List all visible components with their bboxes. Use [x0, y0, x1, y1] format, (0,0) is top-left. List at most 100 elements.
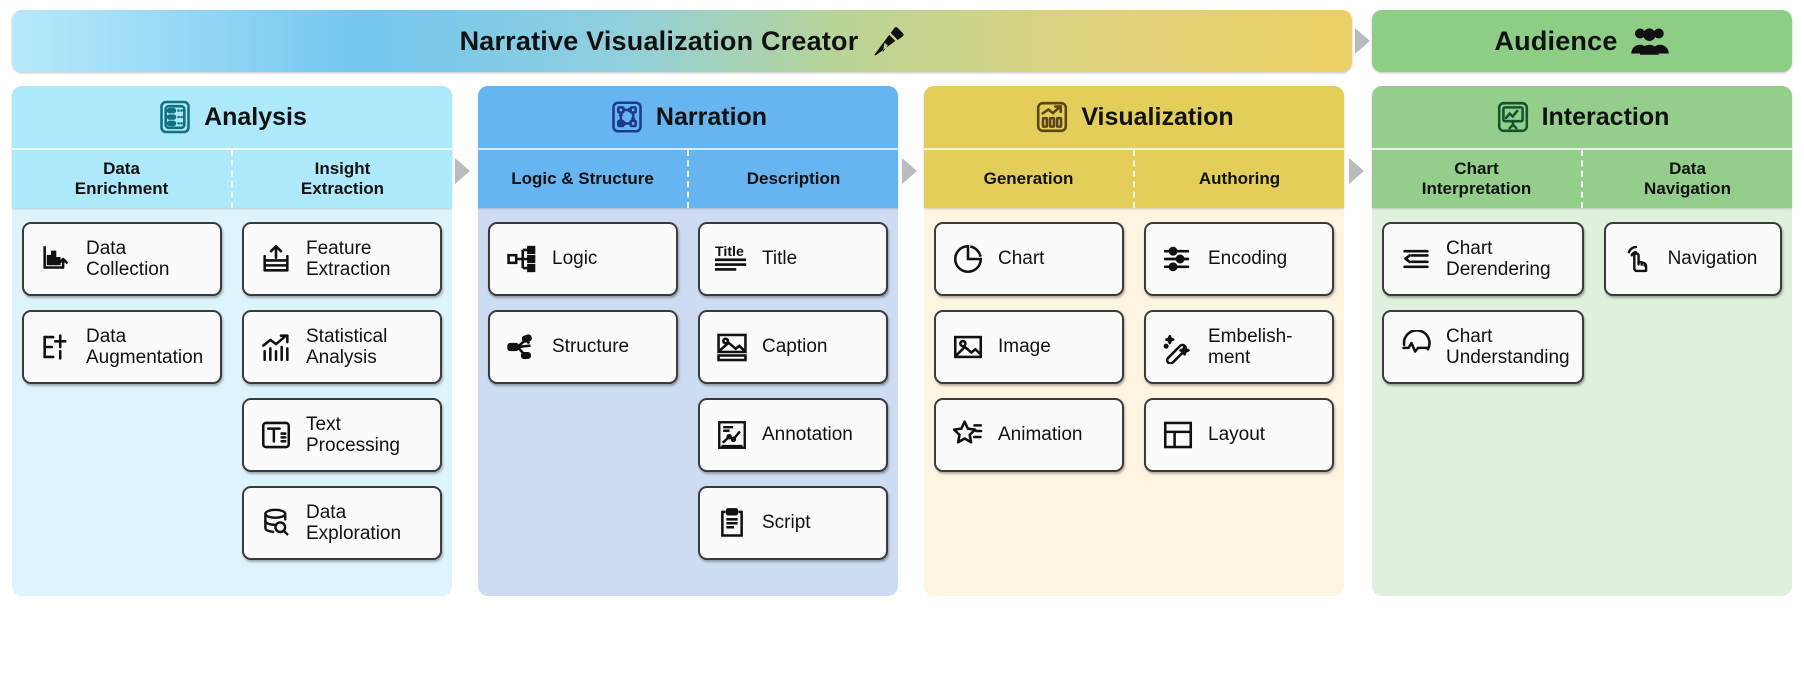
card-label: Animation — [998, 424, 1083, 446]
database-search-icon — [256, 503, 296, 543]
card-embellishment[interactable]: Embelish-ment — [1144, 310, 1334, 384]
card-label: Logic — [552, 248, 598, 270]
upload-tray-icon — [256, 239, 296, 279]
column-analysis-body: Data Collection Data Augmentation — [12, 208, 452, 596]
presentation-chart-icon — [1495, 99, 1531, 135]
subheader-chart-interpretation: Chart Interpretation — [1372, 150, 1583, 208]
card-script[interactable]: Script — [698, 486, 888, 560]
card-data-exploration[interactable]: Data Exploration — [242, 486, 442, 560]
card-chart[interactable]: Chart — [934, 222, 1124, 296]
column-interaction-header: Interaction Chart Interpretation Data Na… — [1372, 86, 1792, 208]
triangle-right-icon-top — [1355, 28, 1370, 54]
lane-data-navigation: Navigation — [1594, 222, 1792, 580]
column-narration-subheaders: Logic & Structure Description — [478, 148, 898, 208]
card-title[interactable]: Title Title — [698, 222, 888, 296]
subheader-description: Description — [746, 169, 841, 189]
card-statistical-analysis[interactable]: Statistical Analysis — [242, 310, 442, 384]
column-analysis: Analysis Data Enrichment Insight Extract… — [12, 86, 452, 596]
card-chart-understanding[interactable]: Chart Understanding — [1382, 310, 1584, 384]
banner-creator: Narrative Visualization Creator — [12, 10, 1352, 72]
triangle-right-icon-2 — [902, 158, 917, 184]
banner-audience-title-group: Audience — [1494, 24, 1669, 58]
subheader-data-enrichment: Data Enrichment — [12, 150, 233, 208]
column-analysis-subheaders: Data Enrichment Insight Extraction — [12, 148, 452, 208]
column-interaction-title-group: Interaction — [1372, 86, 1792, 148]
bar-chart-arrow-icon — [1034, 99, 1070, 135]
card-label: Layout — [1208, 424, 1266, 446]
card-label: Caption — [762, 336, 828, 358]
card-label: Chart Derendering — [1446, 237, 1551, 280]
column-visualization: Visualization Generation Authoring — [924, 86, 1344, 596]
image-caption-icon — [712, 327, 752, 367]
title-text-icon: Title — [712, 239, 752, 279]
card-data-collection[interactable]: Data Collection — [22, 222, 222, 296]
card-label: Feature Extraction — [306, 237, 391, 280]
lane-logic-structure: Logic Structure — [478, 222, 688, 580]
people-group-icon — [1630, 24, 1670, 58]
lane-description: Title Title — [688, 222, 898, 580]
banner-creator-title-group: Narrative Visualization Creator — [460, 24, 905, 58]
layout-grid-icon — [1158, 415, 1198, 455]
subheader-line: Enrichment — [74, 179, 169, 198]
card-label: Annotation — [762, 424, 853, 446]
column-interaction-body: Chart Derendering Chart Understanding — [1372, 208, 1792, 596]
column-narration: Narration Logic & Structure Description — [478, 86, 898, 596]
hierarchy-icon — [502, 239, 542, 279]
circle-pulse-icon — [1396, 327, 1436, 367]
column-narration-header: Narration Logic & Structure Description — [478, 86, 898, 208]
tap-hand-icon — [1618, 239, 1658, 279]
arrow-left-lines-icon — [1396, 239, 1436, 279]
card-label: Title — [762, 248, 798, 270]
trend-bars-icon — [256, 327, 296, 367]
column-narration-body: Logic Structure — [478, 208, 898, 596]
card-label: Text Processing — [306, 413, 400, 456]
server-rack-icon — [157, 99, 193, 135]
subheader-line: Extraction — [300, 179, 385, 198]
column-interaction-subheaders: Chart Interpretation Data Navigation — [1372, 148, 1792, 208]
card-label: Image — [998, 336, 1051, 358]
card-label: Chart — [998, 248, 1045, 270]
network-node-icon — [502, 327, 542, 367]
column-visualization-header: Visualization Generation Authoring — [924, 86, 1344, 208]
card-logic[interactable]: Logic — [488, 222, 678, 296]
text-box-icon — [256, 415, 296, 455]
column-visualization-body: Chart Image — [924, 208, 1344, 596]
svg-text:Title: Title — [715, 244, 744, 260]
card-feature-extraction[interactable]: Feature Extraction — [242, 222, 442, 296]
card-layout[interactable]: Layout — [1144, 398, 1334, 472]
card-label: Chart Understanding — [1446, 325, 1570, 368]
card-label: Data Augmentation — [86, 325, 204, 368]
triangle-right-icon-3 — [1349, 158, 1364, 184]
card-encoding[interactable]: Encoding — [1144, 222, 1334, 296]
column-visualization-label: Visualization — [1081, 102, 1234, 131]
lane-authoring: Encoding Embelish-ment — [1134, 222, 1344, 580]
lane-generation: Chart Image — [924, 222, 1134, 580]
pie-chart-icon — [948, 239, 988, 279]
column-analysis-header: Analysis Data Enrichment Insight Extract… — [12, 86, 452, 208]
card-structure[interactable]: Structure — [488, 310, 678, 384]
triangle-right-icon-1 — [455, 158, 470, 184]
banner-audience: Audience — [1372, 10, 1792, 72]
column-analysis-title-group: Analysis — [12, 86, 452, 148]
card-image[interactable]: Image — [934, 310, 1124, 384]
card-chart-derendering[interactable]: Chart Derendering — [1382, 222, 1584, 296]
banner-audience-label: Audience — [1494, 25, 1618, 56]
card-data-augmentation[interactable]: Data Augmentation — [22, 310, 222, 384]
card-animation[interactable]: Animation — [934, 398, 1124, 472]
card-text-processing[interactable]: Text Processing — [242, 398, 442, 472]
bar-chart-up-icon — [36, 239, 76, 279]
column-visualization-title-group: Visualization — [924, 86, 1344, 148]
lane-chart-interpretation: Chart Derendering Chart Understanding — [1372, 222, 1594, 580]
magic-wand-icon — [1158, 327, 1198, 367]
card-label: Embelish-ment — [1208, 325, 1293, 368]
subheader-line: Data — [103, 159, 140, 179]
card-caption[interactable]: Caption — [698, 310, 888, 384]
column-interaction-label: Interaction — [1541, 102, 1670, 131]
card-annotation[interactable]: Annotation — [698, 398, 888, 472]
card-label: Script — [762, 512, 811, 534]
card-navigation[interactable]: Navigation — [1603, 222, 1782, 296]
card-label: Navigation — [1667, 248, 1758, 270]
subheader-authoring: Authoring — [1198, 169, 1281, 189]
flow-nodes-icon — [609, 99, 645, 135]
